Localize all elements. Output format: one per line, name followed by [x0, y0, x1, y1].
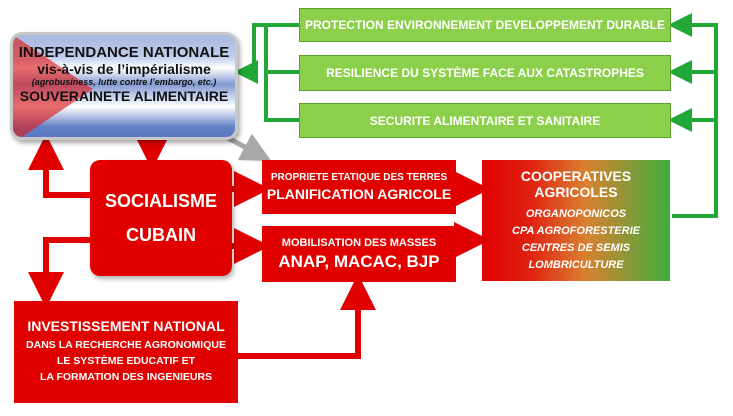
box-socialisme-cubain: SOCIALISME CUBAIN: [90, 160, 232, 276]
socialisme-line1: SOCIALISME: [104, 190, 217, 211]
mobilisation-line1: MOBILISATION DES MASSES: [281, 236, 437, 249]
box-securite-label: SECURITE ALIMENTAIRE ET SANITAIRE: [369, 113, 601, 128]
red-arrow-investissement-to-mobilisation: [238, 274, 376, 359]
gray-arrow-to-propriete: [226, 133, 272, 162]
coop-item: ORGANOPONICOS: [525, 208, 627, 220]
coop-title: COOPERATIVES AGRICOLES: [520, 168, 632, 200]
socialisme-line2: CUBAIN: [126, 225, 196, 245]
independance-title: INDEPENDANCE NATIONALE: [18, 44, 230, 61]
coop-item: LOMBRICULTURE: [528, 259, 624, 272]
coop-item: CENTRES DE SEMIS: [521, 242, 631, 255]
invest-title: INVESTISSEMENT NATIONAL: [27, 318, 225, 335]
invest-line: LE SYSTÈME EDUCATIF ET: [56, 355, 196, 368]
propriete-line1: PROPRIETE ETATIQUE DES TERRES: [270, 172, 448, 183]
box-mobilisation-masses: MOBILISATION DES MASSES ANAP, MACAC, BJP: [262, 226, 456, 282]
red-arrow-socialisme-to-independance: [28, 134, 90, 198]
box-propriete-etatique: PROPRIETE ETATIQUE DES TERRES PLANIFICAT…: [262, 160, 456, 214]
mobilisation-line2: ANAP, MACAC, BJP: [278, 251, 440, 271]
independance-subtitle: vis-à-vis de l’impérialisme: [37, 61, 211, 78]
invest-line: DANS LA RECHERCHE AGRONOMIQUE: [26, 339, 226, 352]
coop-item: CPA AGROFORESTERIE: [512, 225, 640, 238]
propriete-line2: PLANIFICATION AGRICOLE: [266, 186, 452, 202]
box-investissement-national: INVESTISSEMENT NATIONAL DANS LA RECHERCH…: [14, 301, 238, 403]
independance-note: (agrobusiness, lutte contre l’embargo, e…: [31, 77, 217, 88]
box-resilience: RESILIENCE DU SYSTÈME FACE AUX CATASTROP…: [299, 55, 671, 91]
box-protection-label: PROTECTION ENVIRONNEMENT DEVELOPPEMENT D…: [304, 18, 666, 32]
green-arrow-to-independance: [234, 23, 299, 84]
box-resilience-label: RESILIENCE DU SYSTÈME FACE AUX CATASTROP…: [326, 66, 644, 80]
box-cooperatives-agricoles: COOPERATIVES AGRICOLES ORGANOPONICOS CPA…: [482, 160, 670, 281]
box-protection-environnement: PROTECTION ENVIRONNEMENT DEVELOPPEMENT D…: [299, 8, 671, 42]
flag-triangle: [13, 35, 93, 137]
invest-line: LA FORMATION DES INGENIEURS: [39, 370, 213, 383]
box-independance-nationale: INDEPENDANCE NATIONALE vis-à-vis de l’im…: [10, 32, 238, 140]
box-securite-alimentaire: SECURITE ALIMENTAIRE ET SANITAIRE: [299, 103, 671, 138]
red-arrow-socialisme-to-investissement: [28, 237, 90, 308]
souverainete-title: SOUVERAINETE ALIMENTAIRE: [19, 87, 229, 104]
